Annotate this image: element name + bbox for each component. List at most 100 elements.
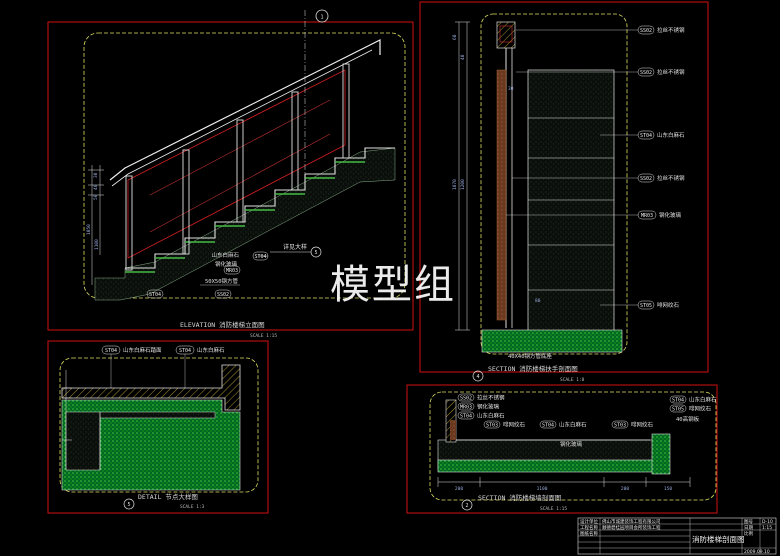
detail-callout-num: 5 bbox=[314, 250, 317, 256]
title-block: 佛山市城建装饰工程有限公司 顺德碧桂园项目会所装饰工程 设计单位 工程名称 图纸… bbox=[577, 517, 777, 555]
tb-row-1: 工程名称 bbox=[580, 524, 598, 531]
hr-dim-1: 40 bbox=[460, 54, 466, 60]
detail-frame bbox=[47, 340, 269, 514]
wall-m-tag-1: ST03 bbox=[614, 423, 626, 429]
handrail-floor-slab bbox=[481, 329, 623, 353]
elev-dim-0: 30 bbox=[93, 172, 99, 178]
tb-drawing-title: 消防楼梯剖面图 bbox=[692, 534, 745, 544]
wall-right-end bbox=[651, 433, 671, 475]
hr-dim-0: 60 bbox=[452, 34, 458, 40]
wall-l-text-0: 拉丝不锈钢 bbox=[477, 394, 505, 402]
tb-date: 2009.09.10 bbox=[744, 549, 770, 555]
detail-view: ST04 山东白麻石踏面 ST04 山东白麻石 5 DETAIL 节点大样图 S… bbox=[47, 340, 269, 514]
elevation-dashed-boundary bbox=[83, 32, 406, 299]
tb-scale: 1:15 bbox=[762, 525, 772, 531]
wall-l-text-3: 啡网纹石 bbox=[503, 421, 526, 429]
hr-tag-4: MR03 bbox=[641, 213, 653, 219]
wall-m-text-1: 啡网纹石 bbox=[631, 421, 654, 429]
wall-l-tag-2: ST04 bbox=[460, 414, 472, 420]
elevation-view: 1 30 40 50 1050 1100 5 详见大样 ST04 山东白麻石 钢… bbox=[47, 9, 414, 339]
hr-tag-0: SS02 bbox=[640, 28, 652, 34]
elev-tag-0: ST04 bbox=[254, 254, 266, 260]
hr-tag-2: ST04 bbox=[640, 133, 652, 139]
wall-dim-1: 1100 bbox=[537, 486, 548, 492]
wall-m-text-0: 山东白麻石 bbox=[559, 421, 587, 429]
elev-dim-4: 1100 bbox=[94, 239, 100, 250]
wall-r-tag-0: ST04 bbox=[672, 398, 684, 404]
hr-dim-2: 1070 bbox=[452, 179, 458, 190]
detail-text-0: 山东白麻石踏面 bbox=[123, 346, 162, 354]
section-callout-ref: 1 bbox=[320, 15, 323, 21]
detail-tag-0: ST04 bbox=[105, 348, 117, 354]
wall-m-tag-0: ST04 bbox=[542, 423, 554, 429]
hr-tag-5: ST05 bbox=[640, 303, 652, 309]
wall-num: 2 bbox=[465, 503, 468, 509]
tread-stone bbox=[61, 364, 241, 411]
detail-text-1: 山东白麻石 bbox=[197, 346, 225, 354]
detail-dimension-lines bbox=[62, 370, 72, 470]
wall-l-text-1: 钢化玻璃 bbox=[477, 403, 500, 411]
detail-scale: SCALE 1:3 bbox=[180, 504, 205, 510]
elev-dim-1: 40 bbox=[93, 184, 99, 190]
tb-row-5: 比例 bbox=[744, 530, 753, 537]
wall-dim-3: 150 bbox=[664, 486, 672, 492]
elevation-title: ELEVATION 消防楼梯立面图 bbox=[180, 320, 265, 329]
tb-project: 顺德碧桂园项目会所装饰工程 bbox=[602, 524, 661, 531]
wall-dim-2: 200 bbox=[621, 486, 629, 492]
hr-num: 4 bbox=[476, 374, 479, 380]
wall-r-text-2: 40高钢板 bbox=[676, 415, 700, 423]
stair-tread-nosing bbox=[125, 161, 365, 273]
elev-tag-1: MR03 bbox=[226, 268, 238, 274]
hr-text-1: 拉丝不锈钢 bbox=[657, 68, 685, 76]
elevation-frame bbox=[47, 21, 414, 331]
tb-row-2: 图纸名称 bbox=[580, 530, 598, 537]
hr-text-3: 拉丝不锈钢 bbox=[657, 174, 685, 182]
wall-left-labels: SS02 拉丝不锈钢 MR03 钢化玻璃 ST04 山东白麻石 ST03 啡网纹… bbox=[457, 394, 526, 429]
handrail-top bbox=[109, 39, 381, 181]
elev-tag-4: SS02 bbox=[217, 292, 229, 298]
elevation-scale: SCALE 1:15 bbox=[250, 333, 277, 339]
elev-dim-2: 50 bbox=[93, 194, 99, 200]
elevation-left-dimension-lines bbox=[88, 165, 104, 285]
wall-section-scale: SCALE 1:15 bbox=[540, 506, 567, 512]
elev-text-2: 50X50钢方管 bbox=[205, 277, 239, 285]
wall-section-view: 200 1100 200 150 钢化玻璃 SS02 拉丝不锈钢 MR03 钢化… bbox=[406, 384, 718, 514]
tb-drawing-no: D-10 bbox=[762, 519, 773, 525]
detail-tag-1: ST04 bbox=[179, 348, 191, 354]
handrail-dimension-lines bbox=[455, 21, 470, 331]
hr-dim-5: 80 bbox=[535, 298, 541, 304]
tb-company: 佛山市城建装饰工程有限公司 bbox=[602, 518, 661, 525]
section-callout-circle bbox=[315, 9, 329, 23]
tb-row-0: 设计单位 bbox=[580, 518, 598, 525]
tb-row-4: 日期 bbox=[744, 525, 753, 531]
hr-dim-4: 30 bbox=[508, 86, 514, 92]
wall-l-tag-0: SS02 bbox=[460, 396, 472, 402]
wall-r-text-1: 啡网纹石 bbox=[689, 405, 712, 413]
hr-text-0: 拉丝不锈钢 bbox=[657, 26, 685, 34]
tb-row-3: 图号 bbox=[744, 519, 753, 525]
wall-section-title: SECTION 消防楼梯墙剖面图 bbox=[478, 493, 561, 502]
hr-text-4: 钢化玻璃 bbox=[659, 211, 682, 219]
stone-wall-hatch bbox=[527, 69, 615, 333]
stair-step-profile bbox=[125, 147, 395, 269]
hr-tag-3: SS02 bbox=[640, 176, 652, 182]
detail-num: 5 bbox=[127, 502, 130, 508]
hr-tag-1: SS02 bbox=[640, 70, 652, 76]
handrail-title: SECTION 消防楼梯扶手剖面图 bbox=[488, 364, 578, 373]
stone-joints bbox=[528, 117, 614, 291]
handrail-scale: SCALE 1:8 bbox=[560, 377, 585, 383]
wall-right-labels: ST04 山东白麻石 ST05 啡网纹石 40高钢板 bbox=[669, 396, 717, 423]
handrail-section-view: 60 40 1070 1200 30 80 SS02 拉丝不锈钢 SS02 拉丝… bbox=[419, 1, 709, 383]
detail-callout-label: 详见大样 bbox=[283, 243, 307, 251]
detail-concrete-hatch bbox=[61, 399, 241, 491]
hr-bottom-note: 40X40钢方管底座 bbox=[508, 352, 553, 360]
hr-dim-3: 1200 bbox=[460, 179, 466, 190]
elev-tag-3: ST04 bbox=[149, 292, 161, 298]
wall-r-text-0: 山东白麻石 bbox=[689, 396, 717, 404]
elev-text-0: 山东白麻石 bbox=[211, 251, 239, 259]
wall-note: 钢化玻璃 bbox=[560, 440, 583, 448]
wall-dim-0: 200 bbox=[455, 486, 463, 492]
handrail-labels: SS02 拉丝不锈钢 SS02 拉丝不锈钢 ST04 山东白麻石 SS02 拉丝… bbox=[506, 25, 685, 310]
handrail-bottom-edge bbox=[111, 49, 373, 187]
elev-dim-3: 1050 bbox=[86, 224, 92, 235]
